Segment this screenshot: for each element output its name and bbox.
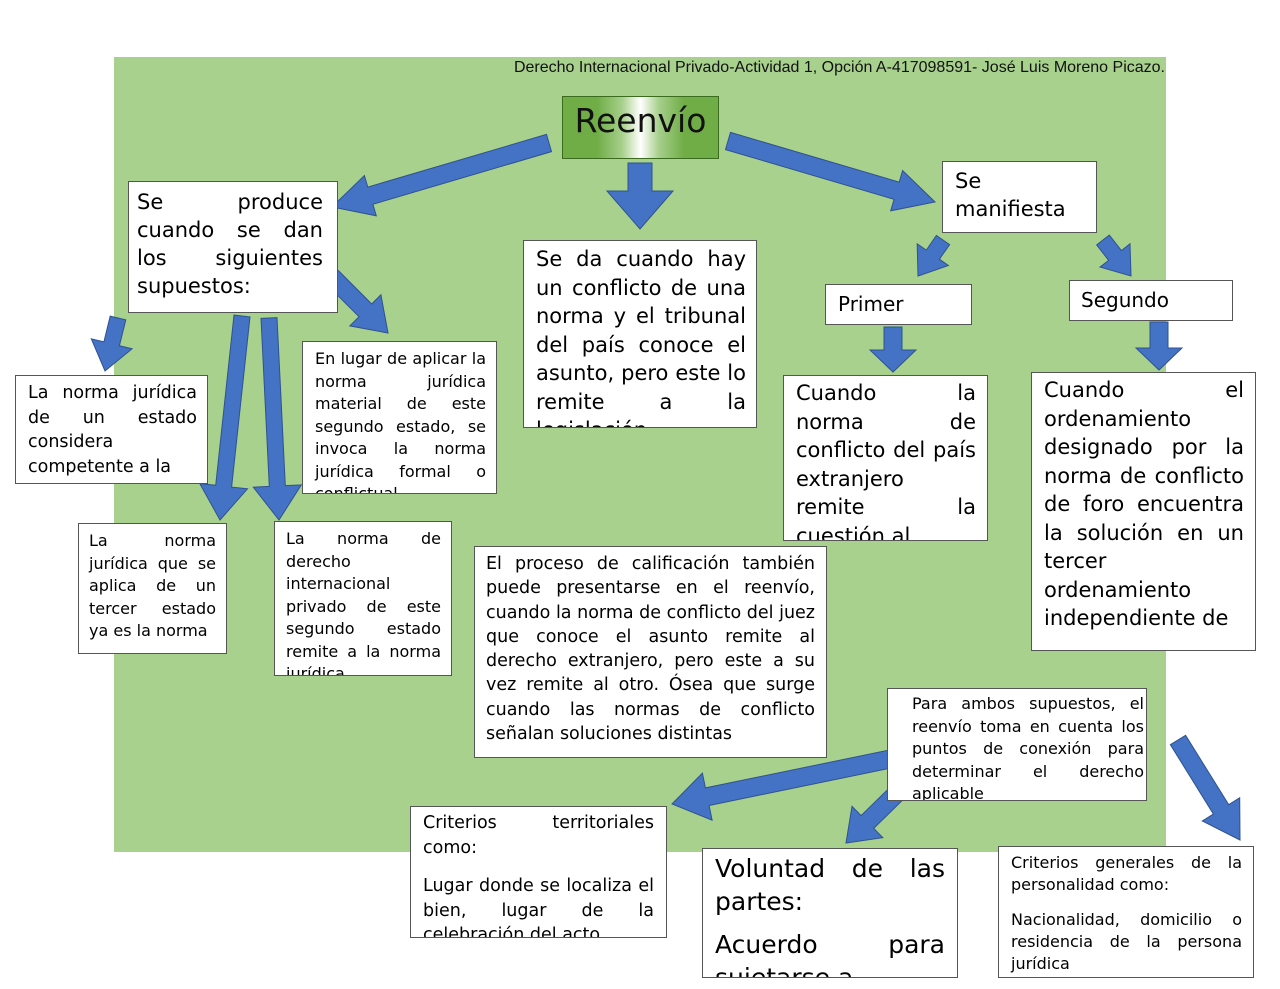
arrow-primer-to-desc: [868, 326, 918, 373]
arrow-conexion-to-personal: [1169, 734, 1241, 841]
node-norma-tercer-estado-text: La norma jurídica que se aplica de un te…: [89, 531, 216, 640]
arrow-root-to-right: [724, 131, 937, 212]
node-en-lugar-de-aplicar-text: En lugar de aplicar la norma jurídica ma…: [315, 349, 486, 494]
criterios-personalidad-text: Nacionalidad, domicilio o residencia de …: [1011, 910, 1242, 973]
arrow-root-to-center: [605, 162, 675, 230]
node-proceso-calificacion: El proceso de calificación también puede…: [474, 546, 827, 758]
arrow-left-to-en-lugar: [324, 269, 389, 334]
node-definicion-reenvio: Se da cuando hay un conflicto de una nor…: [523, 240, 757, 428]
node-segundo-descripcion-text: Cuando el ordenamiento designado por la …: [1044, 378, 1244, 630]
node-segundo-label: Segundo: [1081, 288, 1169, 312]
page-header: Derecho Internacional Privado-Actividad …: [513, 59, 1165, 76]
arrow-root-to-left: [330, 133, 553, 217]
node-primer: Primer: [825, 284, 972, 325]
criterios-territoriales-text: Lugar donde se localiza el bien, lugar d…: [423, 876, 654, 938]
node-primer-descripcion-text: Cuando la norma de conflicto del país ex…: [796, 381, 976, 541]
arrow-segundo-to-desc: [1134, 321, 1184, 371]
node-criterios-personalidad: Criterios generales de la personalidad c…: [998, 846, 1254, 978]
voluntad-partes-title: Voluntad de las partes:: [715, 854, 945, 916]
node-norma-juridica-estado-text: La norma jurídica de un estado considera…: [28, 383, 197, 477]
left-heading-node: Se produce cuando se dan los siguientes …: [128, 181, 338, 313]
criterios-territoriales-title: Criterios territoriales como:: [423, 813, 654, 858]
node-proceso-calificacion-text: El proceso de calificación también puede…: [486, 554, 815, 745]
node-voluntad-partes: Voluntad de las partes: Acuerdo para suj…: [702, 848, 958, 978]
criterios-personalidad-title: Criterios generales de la personalidad c…: [1011, 853, 1242, 894]
root-node-reenvio: Reenvío: [562, 96, 719, 159]
arrow-left-to-dip: [252, 317, 303, 521]
node-se-manifiesta-text: Se manifiesta: [955, 169, 1066, 221]
node-en-lugar-de-aplicar: En lugar de aplicar la norma jurídica ma…: [302, 341, 497, 494]
node-puntos-conexion: Para ambos supuestos, el reenvío toma en…: [887, 688, 1147, 801]
node-segundo: Segundo: [1069, 280, 1233, 321]
node-se-manifiesta: Se manifiesta: [942, 161, 1097, 233]
node-norma-dip-segundo-estado-text: La norma de derecho internacional privad…: [286, 529, 441, 676]
node-norma-juridica-estado: La norma jurídica de un estado considera…: [15, 375, 208, 484]
voluntad-partes-text: Acuerdo para sujetarse a: [715, 930, 945, 978]
arrow-manifiesta-to-primer: [916, 234, 951, 277]
node-norma-dip-segundo-estado: La norma de derecho internacional privad…: [274, 521, 452, 676]
arrow-manifiesta-to-segundo: [1095, 234, 1132, 277]
node-norma-tercer-estado: La norma jurídica que se aplica de un te…: [78, 523, 227, 654]
node-primer-descripcion: Cuando la norma de conflicto del país ex…: [783, 375, 988, 541]
arrow-left-to-tercer-estado: [198, 314, 251, 521]
node-primer-label: Primer: [838, 292, 904, 316]
node-puntos-conexion-text: Para ambos supuestos, el reenvío toma en…: [912, 694, 1144, 801]
node-criterios-territoriales: Criterios territoriales como: Lugar dond…: [410, 806, 667, 938]
node-segundo-descripcion: Cuando el ordenamiento designado por la …: [1031, 372, 1256, 651]
left-heading-text: Se produce cuando se dan los siguientes …: [137, 190, 323, 298]
node-definicion-reenvio-text: Se da cuando hay un conflicto de una nor…: [536, 247, 746, 427]
arrow-left-to-norma: [90, 315, 134, 372]
arrow-conexion-to-territorial: [671, 747, 903, 822]
